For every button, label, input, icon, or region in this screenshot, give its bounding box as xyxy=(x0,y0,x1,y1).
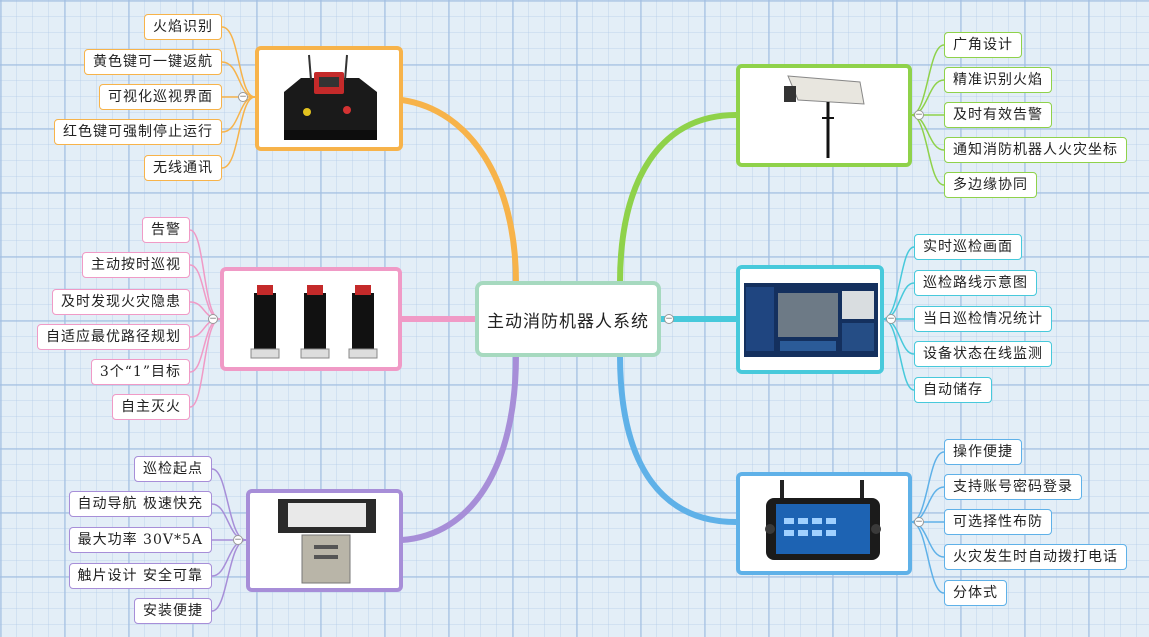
leaf-auto-storage[interactable]: 自动储存 xyxy=(914,377,992,403)
leaf-timed-patrol[interactable]: 主动按时巡视 xyxy=(82,252,190,278)
collapse-toggle-icon[interactable]: − xyxy=(886,314,896,324)
leaf-easy-operation[interactable]: 操作便捷 xyxy=(944,439,1022,465)
leaf-daily-stats[interactable]: 当日巡检情况统计 xyxy=(914,306,1052,332)
leaf-easy-install[interactable]: 安装便捷 xyxy=(134,598,212,624)
branch-ml-image-box[interactable] xyxy=(220,267,402,371)
leaf-red-key-stop[interactable]: 红色键可强制停止运行 xyxy=(54,119,222,145)
leaf-max-power[interactable]: 最大功率 30V*5A xyxy=(68,527,212,553)
collapse-toggle-icon[interactable]: − xyxy=(238,92,248,102)
charging-station-photo xyxy=(278,499,376,584)
branch-bl-image-box[interactable] xyxy=(246,489,403,592)
leaf-live-view[interactable]: 实时巡检画面 xyxy=(914,234,1022,260)
leaf-account-login[interactable]: 支持账号密码登录 xyxy=(944,474,1082,500)
leaf-alarm[interactable]: 告警 xyxy=(142,217,190,243)
leaf-fast-charge[interactable]: 自动导航 极速快充 xyxy=(68,491,212,517)
link-center-br xyxy=(617,352,739,525)
leaf-visual-interface[interactable]: 可视化巡视界面 xyxy=(99,84,222,110)
link-center-tr xyxy=(617,112,739,286)
collapse-toggle-icon[interactable]: − xyxy=(664,314,674,324)
branch-tr-image-box[interactable] xyxy=(736,64,912,167)
leaf-timely-alarm[interactable]: 及时有效告警 xyxy=(944,102,1052,128)
leaf-auto-extinguish[interactable]: 自主灭火 xyxy=(112,394,190,420)
leaf-find-hazard[interactable]: 及时发现火灾隐患 xyxy=(52,289,190,315)
branch-br-image-box[interactable] xyxy=(736,472,912,575)
leaf-three-targets[interactable]: 3个“1”目标 xyxy=(90,359,190,385)
leaf-edge-collaboration[interactable]: 多边缘协同 xyxy=(944,172,1037,198)
surveillance-camera-photo xyxy=(784,75,865,158)
control-terminal-photo xyxy=(765,480,881,560)
link-center-tl xyxy=(399,97,519,286)
leaf-selective-arming[interactable]: 可选择性布防 xyxy=(944,509,1052,535)
center-label: 主动消防机器人系统 xyxy=(487,311,649,332)
leaf-wide-angle[interactable]: 广角设计 xyxy=(944,32,1022,58)
leaf-contact-design[interactable]: 触片设计 安全可靠 xyxy=(68,563,212,589)
link-center-bl xyxy=(399,352,519,543)
leaf-route-diagram[interactable]: 巡检路线示意图 xyxy=(914,270,1037,296)
monitor-screen-photo xyxy=(744,283,878,357)
leaf-precise-flame[interactable]: 精准识别火焰 xyxy=(944,67,1052,93)
collapse-toggle-icon[interactable]: − xyxy=(914,110,924,120)
leaf-device-monitoring[interactable]: 设备状态在线监测 xyxy=(914,341,1052,367)
collapse-toggle-icon[interactable]: − xyxy=(233,535,243,545)
leaf-flame-recognition[interactable]: 火焰识别 xyxy=(144,14,222,40)
leaf-notify-coordinates[interactable]: 通知消防机器人火灾坐标 xyxy=(944,137,1127,163)
leaf-wireless[interactable]: 无线通讯 xyxy=(144,155,222,181)
patrol-robot-photo xyxy=(284,54,377,140)
leaf-auto-call[interactable]: 火灾发生时自动拨打电话 xyxy=(944,544,1127,570)
branch-tl-image-box[interactable] xyxy=(255,46,403,151)
collapse-toggle-icon[interactable]: − xyxy=(208,314,218,324)
center-node[interactable]: 主动消防机器人系统 xyxy=(475,281,661,357)
branch-mr-image-box[interactable] xyxy=(736,265,884,374)
leaf-yellow-key-return[interactable]: 黄色键可一键返航 xyxy=(84,49,222,75)
collapse-toggle-icon[interactable]: − xyxy=(914,517,924,527)
fire-robots-photo xyxy=(250,285,378,359)
leaf-path-planning[interactable]: 自适应最优路径规划 xyxy=(37,324,190,350)
leaf-split-type[interactable]: 分体式 xyxy=(944,580,1007,606)
leaf-start-point[interactable]: 巡检起点 xyxy=(134,456,212,482)
